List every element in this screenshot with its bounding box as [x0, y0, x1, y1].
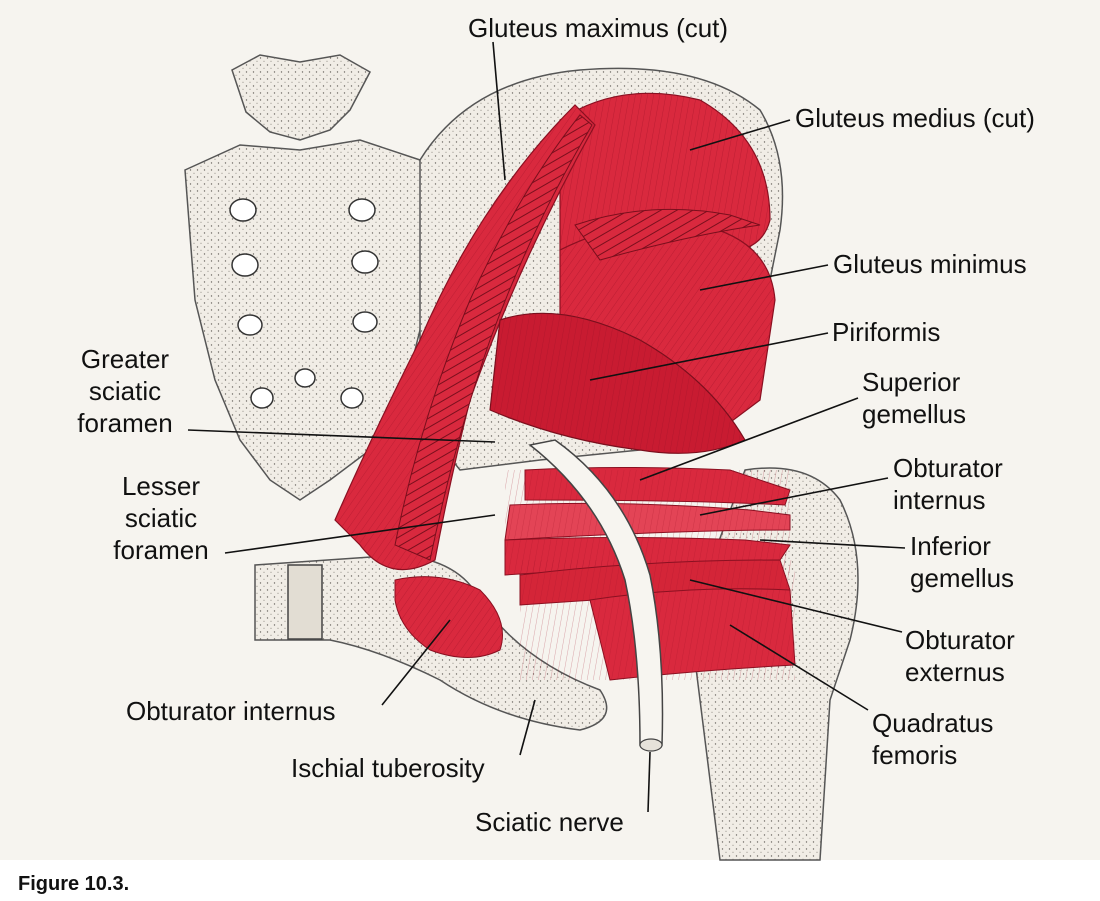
caption-strip [0, 860, 1100, 901]
label-obturator-externus: Obturator externus [905, 625, 1015, 687]
label-piriformis: Piriformis [832, 317, 941, 347]
label-gluteus-medius: Gluteus medius (cut) [795, 103, 1035, 133]
label-obturator-internus-right: Obturator internus [893, 453, 1003, 515]
label-inferior-gemellus: Inferior gemellus [910, 531, 1015, 593]
label-quadratus-femoris: Quadratus femoris [872, 708, 994, 770]
label-ischial-tuberosity: Ischial tuberosity [291, 753, 485, 783]
figure-caption: Figure 10.3. [18, 873, 130, 895]
label-lesser-sciatic-foramen: Lesser sciatic foramen [113, 471, 209, 565]
label-superior-gemellus: Superior gemellus [862, 367, 967, 429]
label-obturator-internus-left: Obturator internus [126, 696, 336, 726]
label-greater-sciatic-foramen: Greater sciatic foramen [77, 344, 173, 438]
leader-lines [187, 41, 906, 813]
label-gluteus-minimus: Gluteus minimus [833, 249, 1027, 279]
label-sciatic-nerve: Sciatic nerve [475, 807, 624, 837]
label-gluteus-maximus: Gluteus maximus (cut) [468, 13, 729, 43]
